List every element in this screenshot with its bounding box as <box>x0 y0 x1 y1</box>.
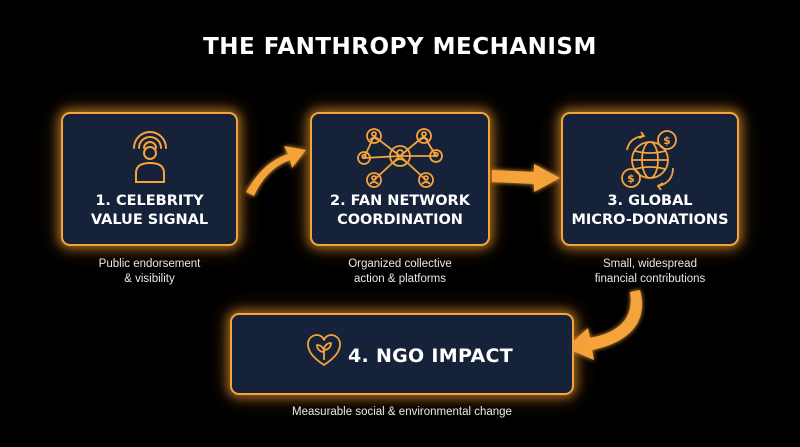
step-label: 2. FAN NETWORK COORDINATION <box>330 193 470 228</box>
step-label: 3. GLOBAL MICRO-DONATIONS <box>571 193 729 228</box>
arrow-step1-to-step2 <box>246 146 306 196</box>
page-title: THE FANTHROPY MECHANISM <box>203 34 597 60</box>
network-people-icon <box>357 128 443 188</box>
globe-coins-icon: $ $ <box>621 130 677 191</box>
step-box-ngo-impact: 4. NGO IMPACT <box>230 313 574 395</box>
broadcast-person-icon <box>132 131 167 183</box>
step-box-celebrity-value-signal: 1. CELEBRITY VALUE SIGNAL <box>61 112 238 246</box>
step-label: 4. NGO IMPACT <box>348 345 513 367</box>
step-caption-ngo-impact: Measurable social & environmental change <box>292 406 512 418</box>
step-caption-fan-network: Organized collective action & platforms <box>348 258 452 285</box>
step-label: 1. CELEBRITY VALUE SIGNAL <box>90 193 209 228</box>
arrow-step3-to-step4 <box>566 290 642 360</box>
svg-text:$: $ <box>627 172 635 185</box>
step-box-global-micro-donations: $ $ 3. GLOBAL MICRO-DONATIONS <box>561 112 739 246</box>
step-caption-celebrity: Public endorsement & visibility <box>98 258 201 285</box>
heart-sprout-icon <box>307 334 341 366</box>
step-box-fan-network-coordination: 2. FAN NETWORK COORDINATION <box>310 112 490 246</box>
step-caption-micro-donations: Small, widespread financial contribution… <box>594 258 706 285</box>
svg-text:$: $ <box>663 134 671 147</box>
arrow-step2-to-step3 <box>492 164 560 192</box>
